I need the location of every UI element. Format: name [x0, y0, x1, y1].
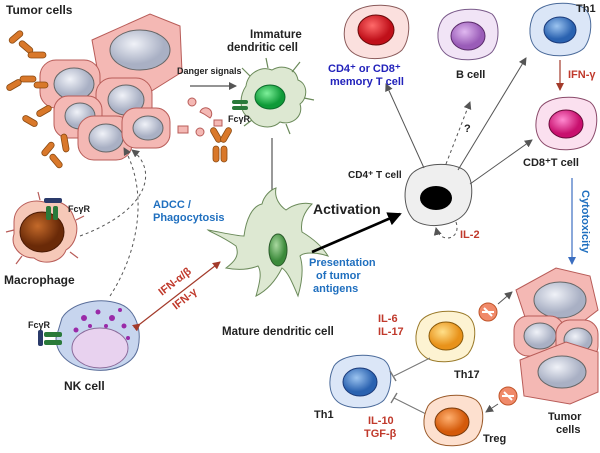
tumor-cell	[121, 107, 171, 149]
immature-dc-label-line2: dendritic cell	[227, 42, 298, 54]
adcc-label-line2: Phagocytosis	[153, 212, 225, 224]
tumor-cells-bottom-label-line1: Tumor	[548, 411, 582, 423]
cd4-t-cell	[404, 163, 473, 227]
tumor-debris-icon	[177, 97, 223, 137]
th17-label: Th17	[454, 369, 480, 381]
nk-dc-crosstalk-arrow	[132, 261, 221, 332]
il2-label: IL-2	[460, 229, 480, 241]
tumor-cells-bottom-label-line2: cells	[556, 424, 580, 436]
to-th1-arrow	[457, 57, 527, 171]
tumor-to-treg-arrow	[485, 403, 499, 413]
inhibition-icon	[478, 302, 498, 322]
activation-arrow	[311, 212, 402, 254]
tumor-cell	[513, 315, 565, 357]
danger-signals-label: Danger signals	[177, 66, 242, 76]
th17-cell	[415, 310, 476, 363]
treg-inhibits-th1-line	[393, 397, 427, 415]
tumor-cell	[39, 59, 101, 109]
th1-cell-top	[529, 2, 592, 57]
antibody-icon	[6, 75, 49, 91]
nk-cell	[38, 300, 140, 371]
treg-label: Treg	[483, 433, 506, 445]
to-bcell-arrow	[445, 101, 472, 165]
presentation-label-line2: of tumor	[316, 270, 361, 282]
fcyr-nk-label: FcγR	[28, 320, 51, 330]
b-cell	[437, 8, 499, 61]
tumor-cell	[515, 267, 599, 331]
memory-label-line1: CD4⁺ or CD8⁺	[328, 63, 401, 75]
immature-dc-label-line1: Immature	[250, 29, 302, 41]
memory-label-line2: memory T cell	[330, 76, 404, 88]
il6-label: IL-6	[378, 313, 398, 325]
macrophage-label: Macrophage	[4, 273, 75, 287]
nk-to-tumor-arrow	[109, 147, 139, 297]
question-mark: ?	[464, 123, 471, 135]
fcyr-dc-label: FcγR	[228, 114, 251, 124]
antibody-icon	[8, 30, 47, 59]
mature-dendritic-cell	[206, 187, 330, 298]
presentation-label-line1: Presentation	[309, 257, 376, 269]
tumor-cell	[91, 13, 183, 93]
tumor-cell	[519, 341, 599, 405]
activation-label: Activation	[313, 201, 381, 217]
b-cell-label: B cell	[456, 69, 485, 81]
cd8-t-cell-label: CD8⁺T cell	[523, 157, 579, 169]
macrophage-cell	[5, 191, 85, 265]
immature-dendritic-cell	[232, 57, 315, 135]
tumor-cells-top-label: Tumor cells	[6, 3, 73, 17]
mature-dc-label: Mature dendritic cell	[222, 326, 334, 338]
fcyr-macrophage-label: FcγR	[68, 204, 91, 214]
inhibition-icon	[498, 386, 518, 406]
nk-cell-label: NK cell	[64, 379, 105, 393]
tumor-cluster-top	[6, 13, 183, 169]
to-memory-arrow	[385, 83, 425, 169]
cd4-t-cell-label: CD4⁺ T cell	[348, 170, 402, 181]
cytotoxicity-label: Cytotoxicity	[579, 190, 591, 254]
tumor-cluster-bottom	[513, 267, 599, 405]
presentation-label-line3: antigens	[313, 283, 358, 295]
to-cd8-arrow	[469, 139, 533, 185]
il2-autocrine-arrow	[433, 221, 458, 239]
th1-cell-bottom	[329, 354, 392, 409]
th1-bottom-label: Th1	[314, 409, 334, 421]
antibody-icon	[41, 133, 70, 169]
th1-top-label: Th1	[576, 3, 596, 15]
th17-inhibits-th1-line	[393, 357, 431, 377]
antibody-icon	[210, 127, 232, 163]
adcc-label-line1: ADCC /	[153, 199, 191, 211]
antibody-icon	[22, 105, 52, 127]
cd8-t-cell	[535, 96, 598, 151]
th17-to-tumor-arrow	[497, 291, 513, 305]
tgfb-label: TGF-β	[364, 428, 397, 440]
treg-cell	[423, 394, 484, 447]
il17-label: IL-17	[378, 326, 404, 338]
memory-t-cell	[343, 4, 410, 59]
macrophage-to-tumor-arrow	[79, 149, 147, 237]
ifn-g-th1-label: IFN-γ	[568, 69, 596, 81]
il10-label: IL-10	[368, 415, 394, 427]
